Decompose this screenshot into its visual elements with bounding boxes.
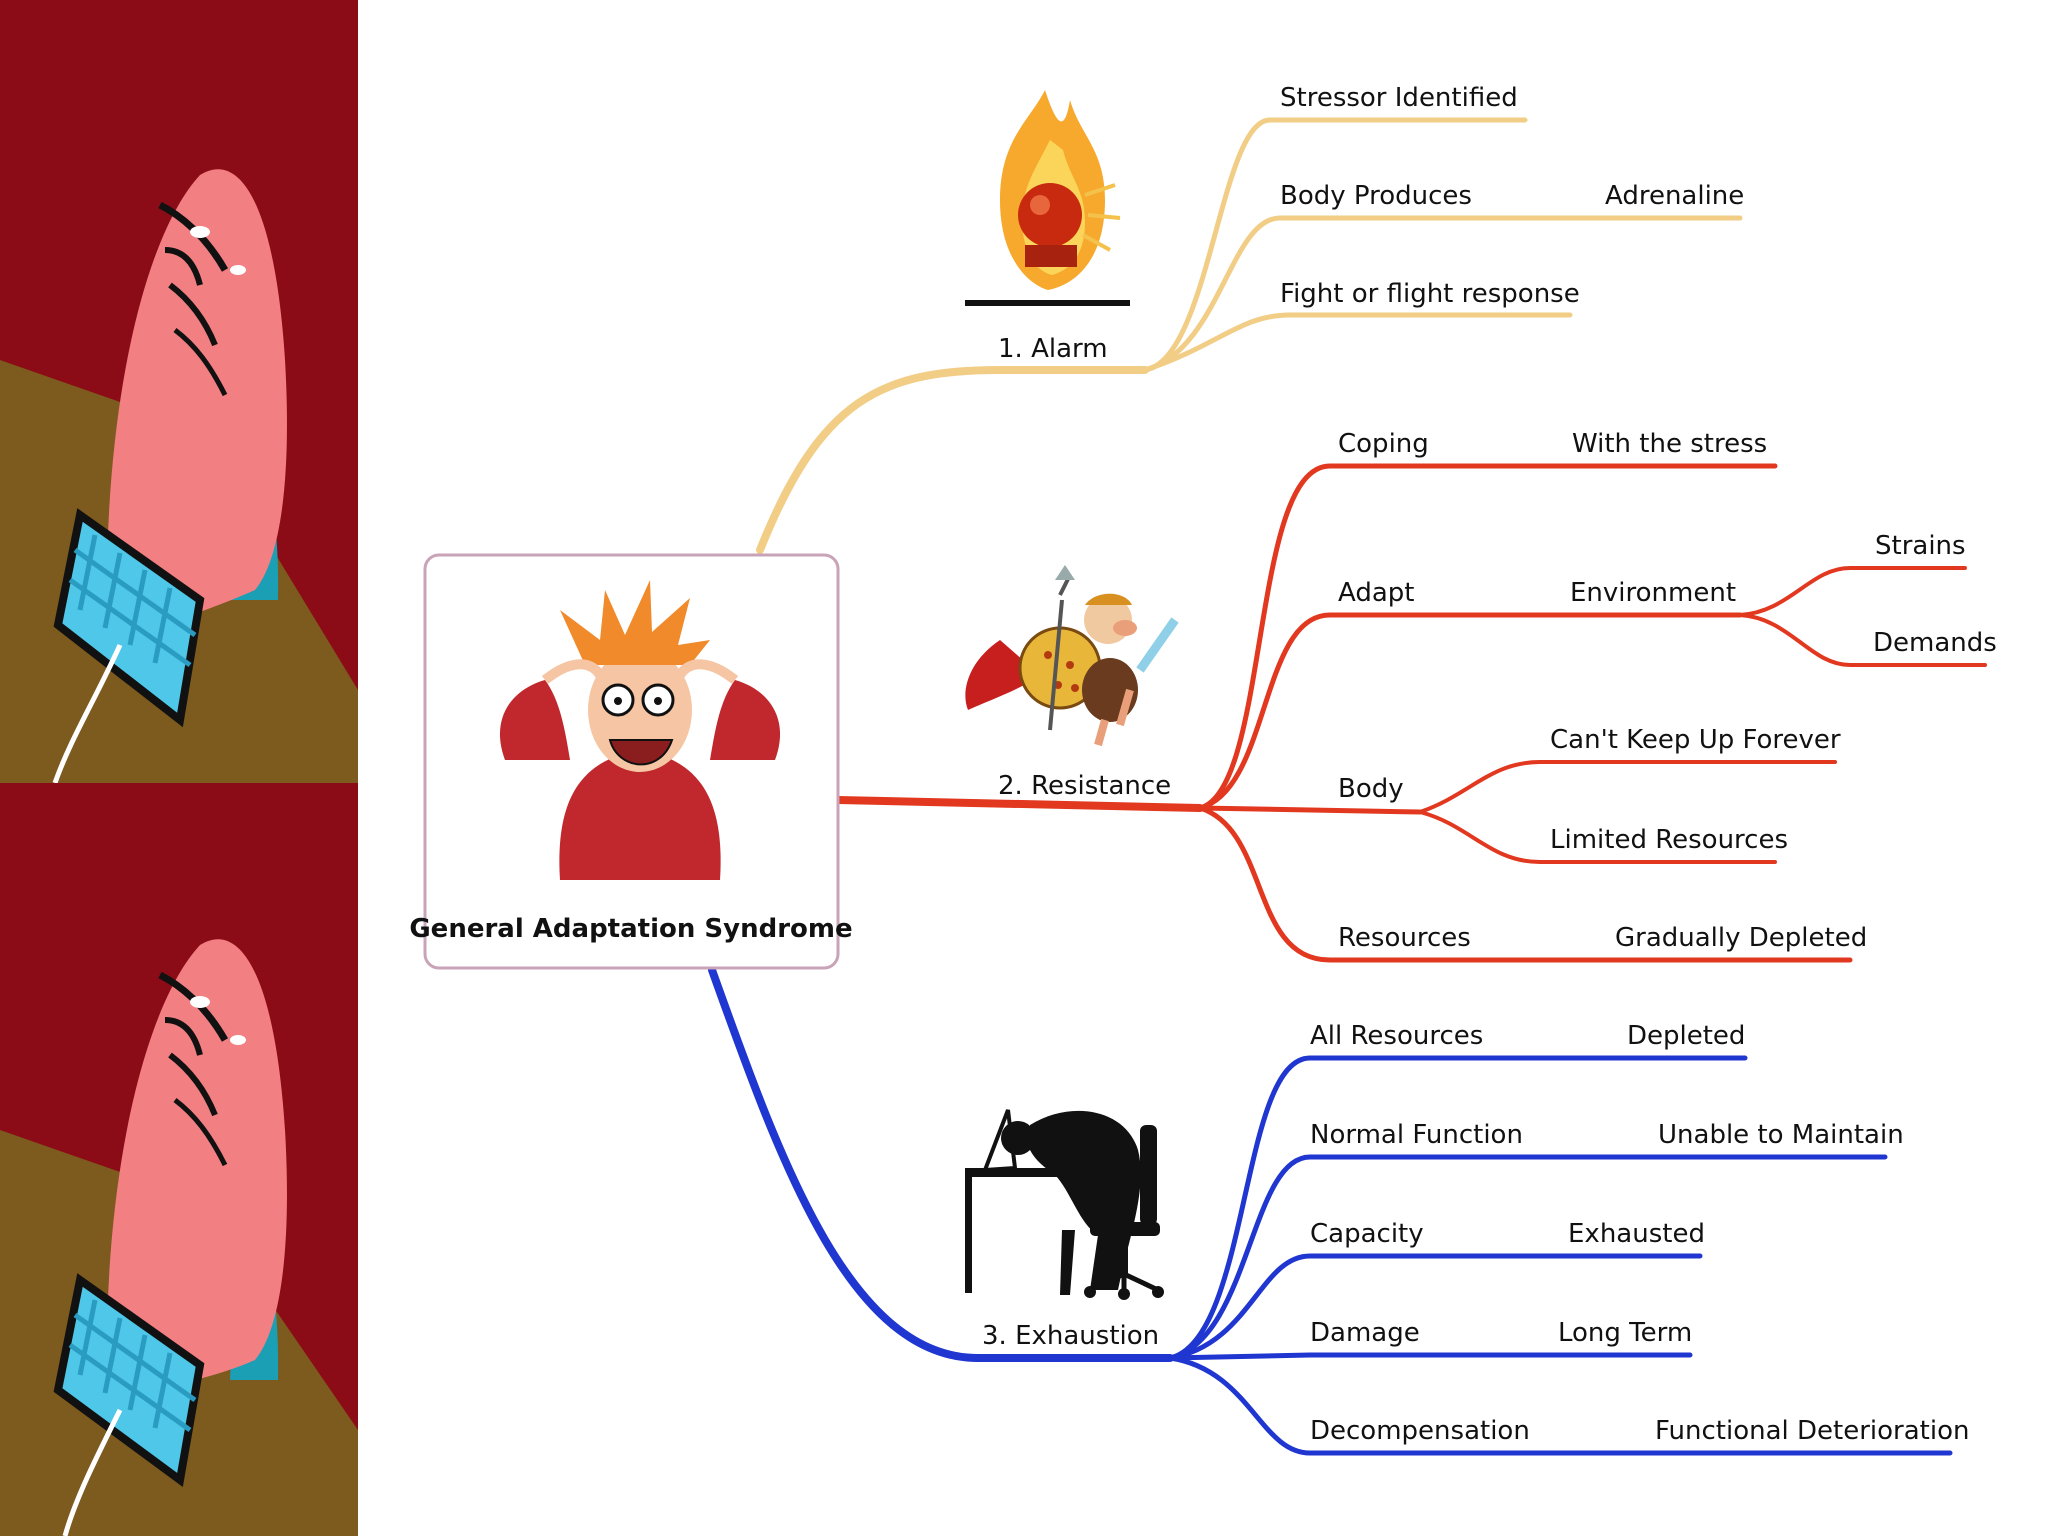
resistance-node-with-the-stress: With the stress	[1572, 429, 1767, 459]
resistance-node-resources: Resources	[1338, 923, 1471, 953]
exhaustion-node-normal-function: Normal Function	[1310, 1120, 1523, 1150]
resistance-node-demands: Demands	[1873, 628, 1997, 658]
person-slumped-at-desk-icon	[965, 1109, 1164, 1300]
alarm-node-stressor: Stressor Identified	[1280, 83, 1518, 113]
cartoon-panel-bottom	[0, 783, 358, 1536]
exhaustion-connectors	[708, 966, 1953, 1456]
exhaustion-node-all-resources: All Resources	[1310, 1021, 1483, 1051]
exhaustion-branch: 3. Exhaustion All Resources Depleted Nor…	[708, 966, 1969, 1456]
alarm-bell-fire-icon	[965, 90, 1130, 306]
alarm-stage-label: 1. Alarm	[998, 334, 1108, 364]
resistance-node-cant-keep-up: Can't Keep Up Forever	[1550, 725, 1841, 755]
resistance-node-body: Body	[1338, 774, 1404, 804]
warrior-with-sword-and-shield-icon	[965, 565, 1179, 747]
alarm-node-fight-flight: Fight or flight response	[1280, 279, 1580, 309]
resistance-node-gradually-depleted: Gradually Depleted	[1615, 923, 1867, 953]
resistance-node-environment: Environment	[1570, 578, 1736, 608]
resistance-node-strains: Strains	[1875, 531, 1966, 561]
exhaustion-node-functional-deterioration: Functional Deterioration	[1655, 1416, 1969, 1446]
exhaustion-node-depleted: Depleted	[1627, 1021, 1745, 1051]
exhaustion-node-decompensation: Decompensation	[1310, 1416, 1530, 1446]
exhaustion-node-damage: Damage	[1310, 1318, 1420, 1348]
alarm-branch: 1. Alarm Stressor Identified Body Produc…	[756, 83, 1744, 554]
resistance-connectors	[834, 463, 1987, 963]
central-node: General Adaptation Syndrome	[409, 553, 853, 970]
alarm-node-body-produces: Body Produces	[1280, 181, 1472, 211]
resistance-node-adapt: Adapt	[1338, 578, 1414, 608]
resistance-node-coping: Coping	[1338, 429, 1429, 459]
resistance-node-limited-resources: Limited Resources	[1550, 825, 1788, 855]
exhaustion-node-exhausted: Exhausted	[1568, 1219, 1705, 1249]
exhaustion-node-long-term: Long Term	[1558, 1318, 1692, 1348]
resistance-branch: 2. Resistance Coping With the stress Ada…	[834, 429, 1997, 963]
stressed-person-holding-head-icon	[499, 580, 781, 880]
cartoon-panel-top	[0, 0, 358, 784]
resistance-stage-label: 2. Resistance	[998, 771, 1171, 801]
alarm-connectors	[756, 117, 1743, 554]
exhaustion-stage-label: 3. Exhaustion	[982, 1321, 1159, 1351]
alarm-node-adrenaline: Adrenaline	[1605, 181, 1744, 211]
side-illustration-strip	[0, 0, 358, 1536]
exhaustion-node-unable-to-maintain: Unable to Maintain	[1658, 1120, 1904, 1150]
exhaustion-node-capacity: Capacity	[1310, 1219, 1424, 1249]
central-title: General Adaptation Syndrome	[409, 914, 852, 944]
